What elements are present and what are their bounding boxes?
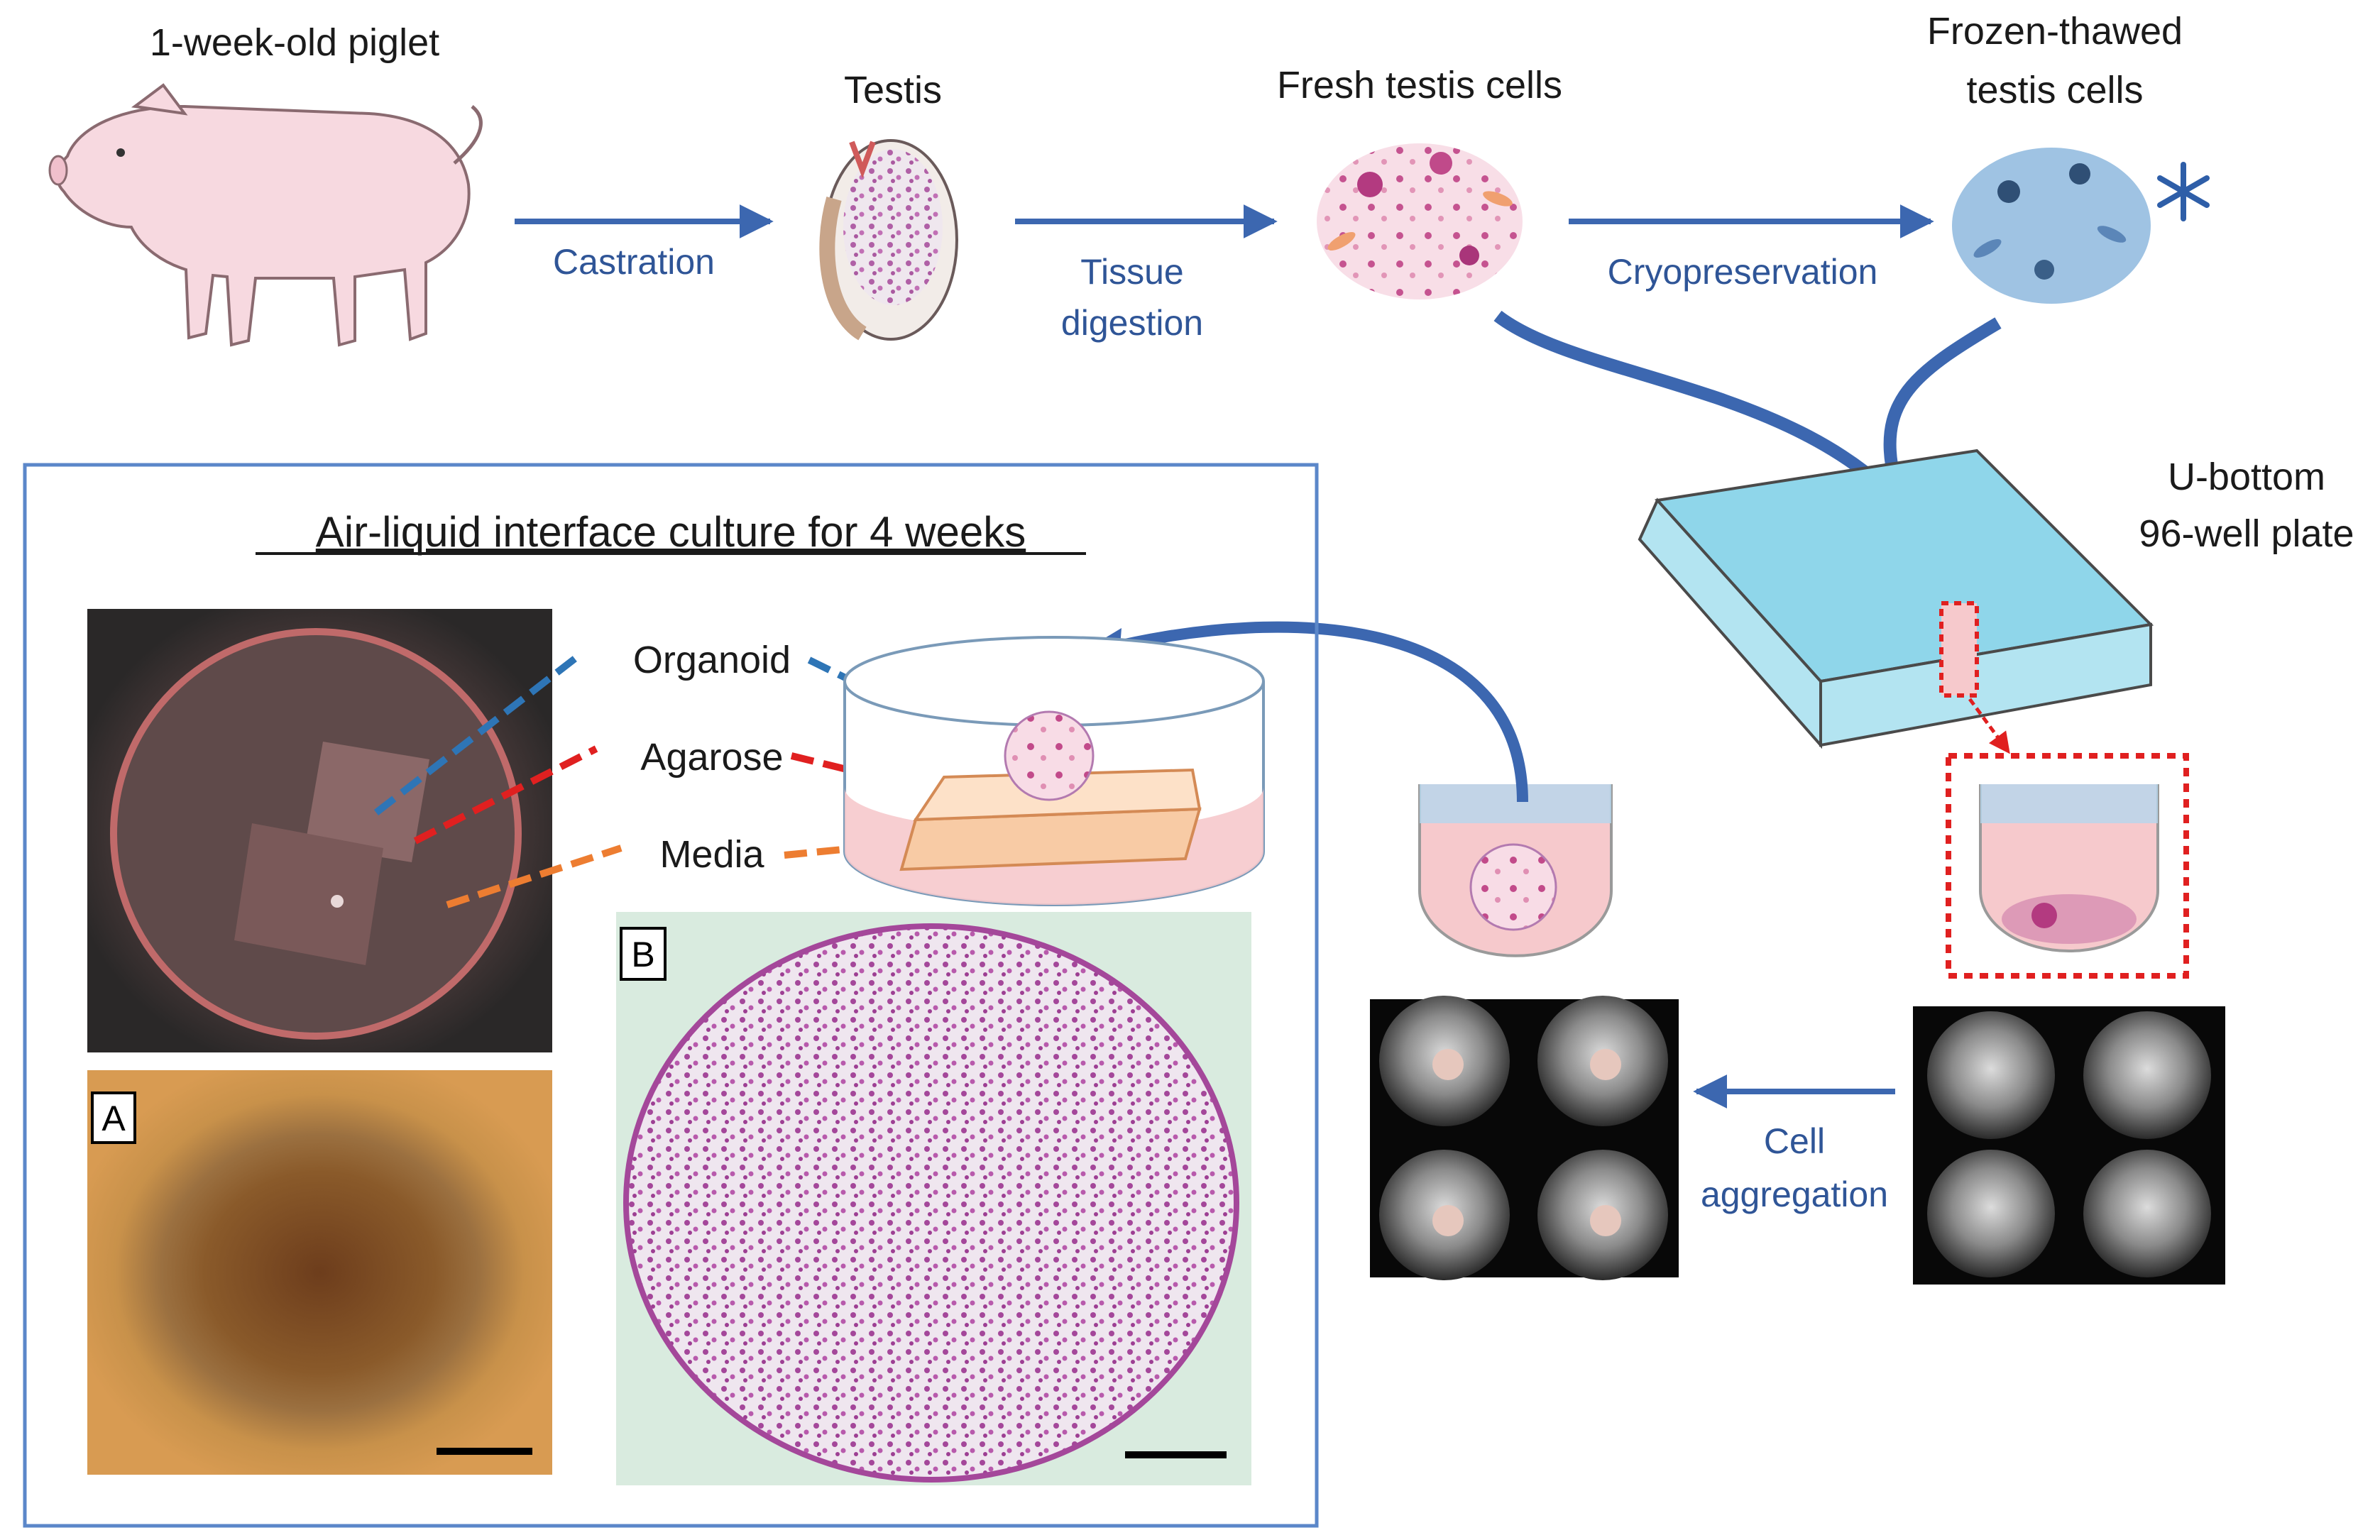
piglet-label: 1-week-old piglet bbox=[150, 21, 439, 64]
snowflake-icon bbox=[2157, 162, 2210, 221]
frozen-cells-label-1: Frozen-thawed bbox=[1927, 10, 2183, 53]
panel-b-label: B bbox=[631, 935, 654, 974]
micrograph-b: B bbox=[616, 912, 1251, 1485]
frozen-cells-label-2: testis cells bbox=[1966, 69, 2143, 111]
transfer-well-icon bbox=[1418, 784, 1613, 957]
plate-label-1: U-bottom bbox=[2168, 456, 2325, 498]
media-pointer bbox=[446, 845, 623, 908]
agarose-pointer bbox=[413, 745, 598, 845]
agarose-label: Agarose bbox=[640, 736, 783, 779]
cryopreservation-label: Cryopreservation bbox=[1608, 252, 1878, 292]
dish-photo bbox=[87, 609, 552, 1052]
aggregation-photo-after bbox=[1370, 996, 1679, 1280]
plate-label-2: 96-well plate bbox=[2139, 512, 2354, 555]
aggregation-photo-before bbox=[1913, 1006, 2225, 1285]
testis-label: Testis bbox=[844, 69, 942, 111]
frozen-to-plate-arrow bbox=[1883, 317, 2002, 466]
cell-aggregation-label-2: aggregation bbox=[1701, 1175, 1888, 1214]
organoid-label: Organoid bbox=[633, 639, 791, 681]
tissue-digestion-label-2: digestion bbox=[1061, 303, 1203, 343]
organoid-pointer bbox=[373, 656, 578, 815]
castration-label: Castration bbox=[553, 242, 715, 282]
well-icon bbox=[1979, 784, 2159, 952]
tissue-digestion-label-1: Tissue bbox=[1080, 252, 1183, 292]
media-label: Media bbox=[659, 833, 764, 876]
micrograph-a: A bbox=[87, 1070, 552, 1475]
fresh-cells-label: Fresh testis cells bbox=[1277, 64, 1562, 106]
well-zoom-frame bbox=[1946, 753, 2189, 979]
frozen-cells-icon bbox=[1952, 148, 2151, 304]
culture-box-frame bbox=[23, 463, 1319, 1528]
culture-box-title: Air-liquid interface culture for 4 weeks bbox=[316, 508, 1026, 556]
well-plate-icon bbox=[1638, 449, 2154, 749]
testis-icon bbox=[819, 139, 958, 341]
cell-aggregation-label-1: Cell bbox=[1764, 1121, 1825, 1161]
transfer-arrow bbox=[1102, 621, 1528, 803]
piglet-icon bbox=[48, 83, 483, 347]
panel-a-label: A bbox=[102, 1099, 126, 1138]
culture-dish-icon bbox=[843, 636, 1265, 906]
fresh-cells-icon bbox=[1317, 143, 1523, 299]
